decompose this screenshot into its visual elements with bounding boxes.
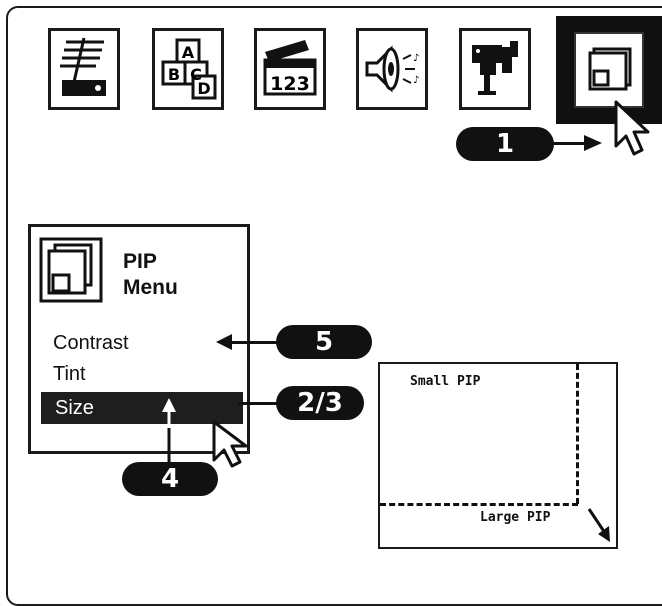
cursor-arrow-icon bbox=[614, 100, 650, 156]
speaker-audio-icon: ♪ ♪ bbox=[365, 45, 419, 93]
small-pip-label: Small PIP bbox=[410, 374, 481, 389]
step-1-arrow-line bbox=[552, 142, 588, 145]
antenna-setup-button[interactable] bbox=[48, 28, 120, 110]
svg-text:♪: ♪ bbox=[413, 53, 419, 64]
menu-item-contrast[interactable]: Contrast bbox=[53, 332, 129, 354]
small-pip-vertical-boundary bbox=[576, 364, 579, 504]
svg-text:A: A bbox=[182, 43, 195, 62]
cursor-arrow-icon bbox=[212, 420, 248, 468]
video-input-icon bbox=[472, 41, 518, 95]
channel-button[interactable]: 123 bbox=[254, 28, 326, 110]
antenna-setup-icon bbox=[60, 37, 106, 96]
svg-text:B: B bbox=[168, 65, 180, 84]
svg-text:123: 123 bbox=[270, 73, 310, 95]
pip-menu-title-line2: Menu bbox=[123, 276, 178, 299]
pip-size-diagram: Small PIP Large PIP bbox=[378, 362, 618, 549]
step-4-badge: 4 bbox=[122, 462, 218, 496]
step-5-arrow-line bbox=[230, 341, 282, 344]
resize-diagonal-arrow-icon bbox=[587, 508, 610, 542]
large-pip-label: Large PIP bbox=[480, 510, 551, 525]
pip-menu-panel: PIP Menu Contrast Tint Size bbox=[28, 224, 250, 454]
step-23-arrow-line bbox=[238, 402, 282, 405]
svg-text:C: C bbox=[190, 65, 202, 84]
small-pip-horizontal-boundary bbox=[380, 503, 578, 506]
svg-text:♪: ♪ bbox=[413, 75, 419, 86]
channel-123-icon: 123 bbox=[263, 40, 317, 96]
step-5-arrowhead-icon bbox=[216, 334, 232, 350]
step-23-badge: 2/3 bbox=[276, 386, 364, 420]
pip-menu-icon bbox=[39, 237, 103, 303]
step-1-arrowhead-icon bbox=[584, 135, 602, 151]
pip-menu-title-line1: PIP bbox=[123, 250, 157, 273]
pip-button[interactable] bbox=[556, 16, 662, 124]
pip-icon bbox=[588, 47, 632, 91]
pip-icon-frame bbox=[574, 32, 644, 108]
language-button[interactable]: A B C D bbox=[152, 28, 224, 110]
language-blocks-icon: A B C D bbox=[161, 38, 217, 100]
step-5-badge: 5 bbox=[276, 325, 372, 359]
svg-text:D: D bbox=[197, 79, 210, 98]
pip-menu-title: PIP Menu bbox=[123, 249, 178, 301]
video-input-button[interactable] bbox=[459, 28, 531, 110]
menu-item-size[interactable]: Size bbox=[55, 397, 94, 419]
menu-item-size-highlight[interactable]: Size bbox=[41, 392, 243, 424]
audio-button[interactable]: ♪ ♪ bbox=[356, 28, 428, 110]
step-1-badge: 1 bbox=[456, 127, 554, 161]
menu-item-tint[interactable]: Tint bbox=[53, 363, 86, 385]
